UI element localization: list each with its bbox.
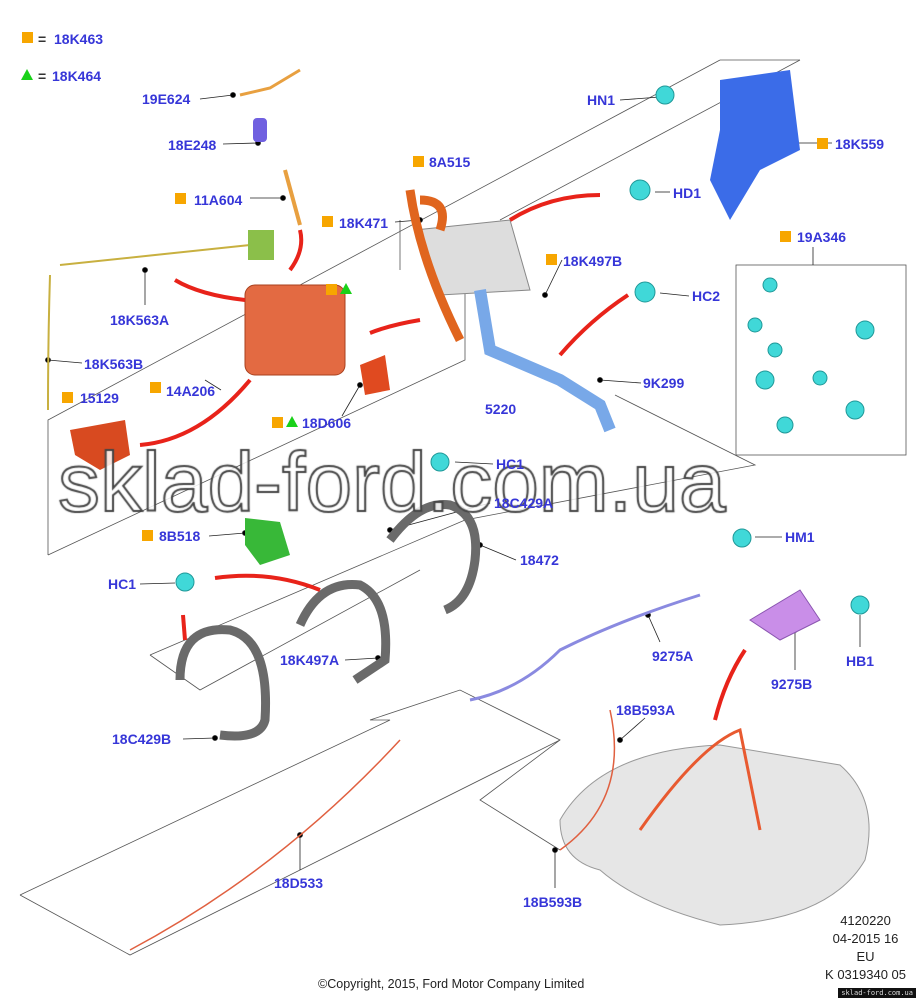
connector	[248, 230, 274, 260]
part-label-18K559[interactable]: 18K559	[835, 136, 885, 152]
part-label-HB1[interactable]: HB1	[846, 653, 875, 669]
part-18E248	[253, 118, 267, 142]
part-label-18K471[interactable]: 18K471	[339, 215, 389, 231]
part-label-HC1[interactable]: HC1	[108, 576, 137, 592]
part-label-HD1[interactable]: HD1	[673, 185, 702, 201]
region: EU	[856, 949, 875, 964]
part-label-18K497B[interactable]: 18K497B	[563, 253, 623, 269]
pump-8B518	[245, 518, 290, 565]
square-marker	[326, 284, 337, 295]
part-label-18K563B[interactable]: 18K563B	[84, 356, 144, 372]
triangle-marker	[340, 283, 352, 294]
fuel-tank	[559, 727, 870, 926]
part-label-18D533[interactable]: 18D533	[274, 875, 324, 891]
square-marker	[817, 138, 828, 149]
legend-square-marker	[22, 32, 33, 43]
legend-18K463: 18K463	[54, 31, 104, 47]
reference-code: K 0319340 05	[825, 967, 906, 982]
legend-equals: =	[38, 68, 47, 84]
diagram-info: 4120220 04-2015 16 EU K 0319340 05	[825, 912, 906, 984]
part-label-18E248[interactable]: 18E248	[168, 137, 217, 153]
heater-unit	[244, 284, 346, 376]
part-label-18K497A[interactable]: 18K497A	[280, 652, 340, 668]
part-label-9275A[interactable]: 9275A	[652, 648, 694, 664]
part-label-18B593B[interactable]: 18B593B	[523, 894, 583, 910]
legend-triangle-marker	[21, 69, 33, 80]
square-marker	[780, 231, 791, 242]
part-label-14A206[interactable]: 14A206	[166, 383, 216, 399]
part-label-18B593A[interactable]: 18B593A	[616, 702, 676, 718]
square-marker	[62, 392, 73, 403]
square-marker	[413, 156, 424, 167]
fuel-pump-9275B	[749, 589, 821, 641]
fuel-line-18D533	[129, 739, 401, 951]
square-marker	[150, 382, 161, 393]
part-label-9K299[interactable]: 9K299	[643, 375, 685, 391]
part-label-5220[interactable]: 5220	[485, 401, 517, 417]
square-marker	[272, 417, 283, 428]
square-marker	[175, 193, 186, 204]
part-label-18C429A[interactable]: 18C429A	[494, 495, 554, 511]
square-marker	[322, 216, 333, 227]
heat-shield-18K559	[710, 70, 800, 220]
square-marker	[142, 530, 153, 541]
part-label-8A515[interactable]: 8A515	[429, 154, 471, 170]
part-label-HC1[interactable]: HC1	[496, 456, 525, 472]
bracket-15129	[70, 420, 130, 470]
illustration-number: 4120220	[840, 913, 891, 928]
part-label-15129[interactable]: 15129	[80, 390, 119, 406]
part-label-8B518[interactable]: 8B518	[159, 528, 201, 544]
part-label-9275B[interactable]: 9275B	[771, 676, 813, 692]
part-18D606	[360, 355, 390, 395]
fuel-pipe-19E624	[239, 68, 301, 97]
legend-equals: =	[38, 31, 47, 47]
part-label-HN1[interactable]: HN1	[587, 92, 616, 108]
date-code: 04-2015 16	[832, 931, 899, 946]
part-label-18C429B[interactable]: 18C429B	[112, 731, 172, 747]
part-label-19E624[interactable]: 19E624	[142, 91, 191, 107]
legend-18K464: 18K464	[52, 68, 102, 84]
part-11A604	[283, 169, 302, 226]
part-label-HC2[interactable]: HC2	[692, 288, 721, 304]
part-label-HM1[interactable]: HM1	[785, 529, 815, 545]
part-label-18K563A[interactable]: 18K563A	[110, 312, 170, 328]
square-marker	[546, 254, 557, 265]
part-label-19A346[interactable]: 19A346	[797, 229, 847, 245]
part-label-11A604[interactable]: 11A604	[194, 192, 243, 208]
part-label-18472[interactable]: 18472	[520, 552, 559, 568]
corner-watermark: sklad-ford.com.ua	[838, 988, 916, 998]
copyright: ©Copyright, 2015, Ford Motor Company Lim…	[318, 977, 585, 991]
part-label-18D606[interactable]: 18D606	[302, 415, 352, 431]
triangle-marker	[286, 416, 298, 427]
